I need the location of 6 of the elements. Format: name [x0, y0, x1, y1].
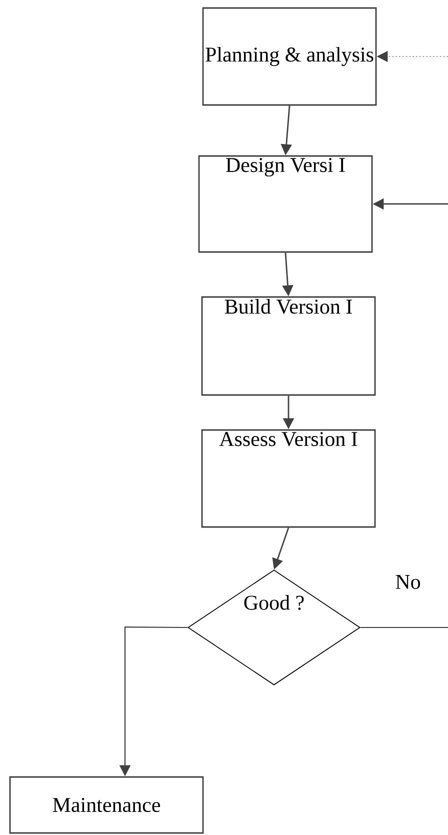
- process-box: Build Version I: [201, 296, 376, 396]
- process-box: Design Versi I: [198, 155, 373, 253]
- process-box: Maintenance: [9, 776, 204, 834]
- edge-label: No: [394, 574, 422, 590]
- process-box: Assess Version I: [201, 429, 376, 528]
- process-box: Planning & analysis: [202, 7, 377, 106]
